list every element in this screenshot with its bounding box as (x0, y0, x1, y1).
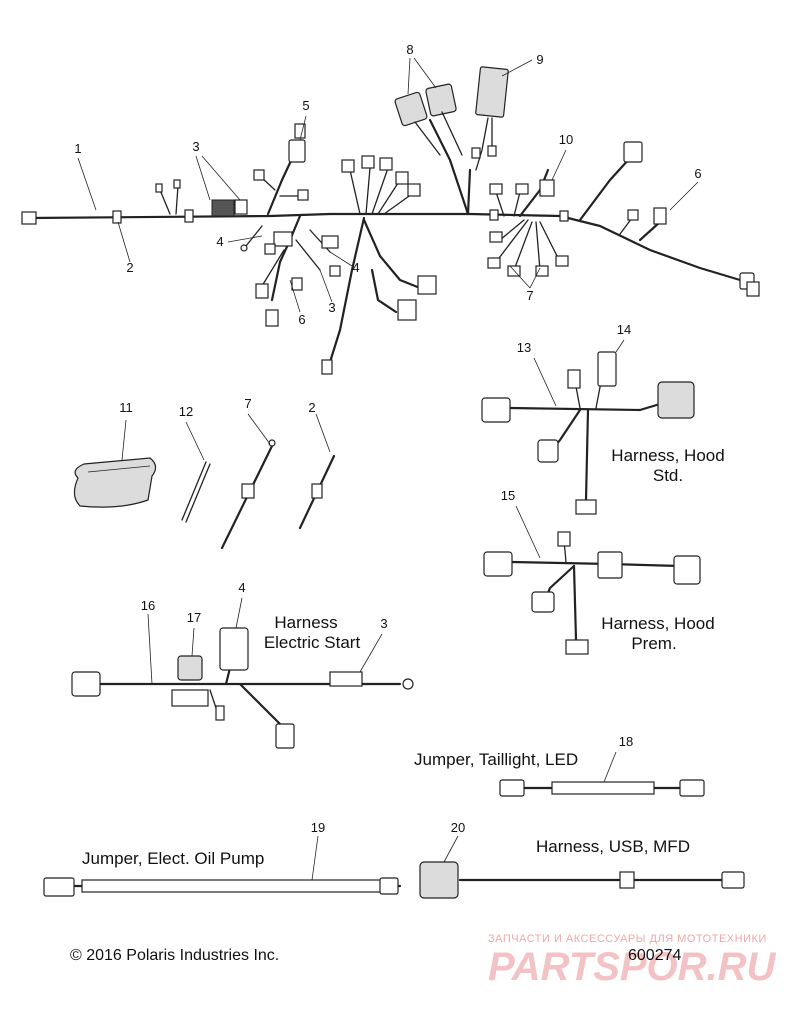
hood-std-harness (481, 351, 695, 515)
callout-6b: 6 (694, 166, 701, 181)
callout-12: 12 (179, 404, 193, 419)
electric-start-label-line2: Electric Start (264, 633, 361, 652)
callout-2: 2 (126, 260, 133, 275)
callout-4b: 4 (352, 260, 359, 275)
callout-10: 10 (559, 132, 573, 147)
footer: ЗАПЧАСТИ И АКСЕССУАРЫ ДЛЯ МОТОТЕХНИКИ PA… (70, 933, 777, 989)
electric-start-label-line1: Harness (274, 613, 337, 632)
callout-3b: 3 (328, 300, 335, 315)
callout-7: 7 (526, 288, 533, 303)
callout-19: 19 (311, 820, 325, 835)
hood-std-label-line1: Harness, Hood (611, 446, 724, 465)
callout-6: 6 (298, 312, 305, 327)
watermark-logo: PARTSPOR.RU (488, 945, 777, 989)
callout-9: 9 (536, 52, 543, 67)
callout-8: 8 (406, 42, 413, 57)
callout-16: 16 (141, 598, 155, 613)
hood-std-label-line2: Std. (653, 466, 683, 485)
callout-15: 15 (501, 488, 515, 503)
callout-3c: 3 (380, 616, 387, 631)
callout-4c: 4 (238, 580, 245, 595)
copyright-text: © 2016 Polaris Industries Inc. (70, 947, 279, 964)
hood-prem-harness (483, 531, 701, 655)
callout-20: 20 (451, 820, 465, 835)
jumper-harnesses (43, 779, 745, 899)
callout-17: 17 (187, 610, 201, 625)
callout-numbers: 1 2 3 4 5 6 3 4 8 9 10 7 6 11 12 7 2 13 … (74, 42, 701, 835)
hood-prem-label-line1: Harness, Hood (601, 614, 714, 633)
taillight-label: Jumper, Taillight, LED (414, 750, 578, 769)
loose-parts (73, 439, 336, 550)
callout-7b: 7 (244, 396, 251, 411)
drawing-number: 600274 (628, 947, 681, 964)
harness-labels: Harness, Hood Std. Harness, Hood Prem. H… (82, 446, 725, 868)
callout-11: 11 (119, 400, 133, 415)
electric-start-harness (71, 627, 414, 749)
callout-13: 13 (517, 340, 531, 355)
callout-18: 18 (619, 734, 633, 749)
watermark-top-text: ЗАПЧАСТИ И АКСЕССУАРЫ ДЛЯ МОТОТЕХНИКИ (488, 933, 767, 945)
hood-prem-label-line2: Prem. (631, 634, 676, 653)
main-harness (21, 66, 760, 375)
callout-5: 5 (302, 98, 309, 113)
usb-label: Harness, USB, MFD (536, 837, 690, 856)
callout-1: 1 (74, 141, 81, 156)
callout-2b: 2 (308, 400, 315, 415)
callout-3: 3 (192, 139, 199, 154)
oil-pump-label: Jumper, Elect. Oil Pump (82, 849, 264, 868)
leader-lines (77, 57, 699, 881)
callout-4: 4 (216, 234, 223, 249)
callout-14: 14 (617, 322, 631, 337)
